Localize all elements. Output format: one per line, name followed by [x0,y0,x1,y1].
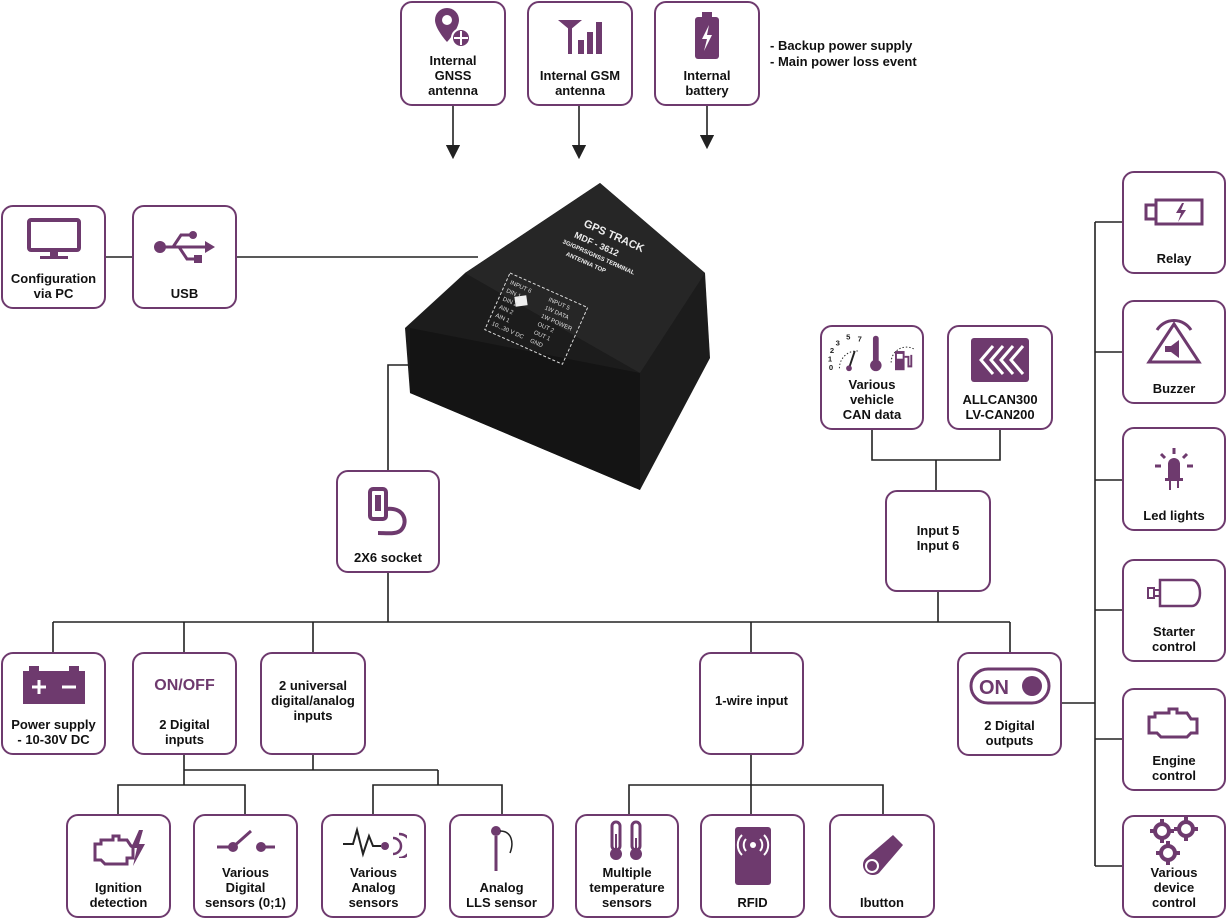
one-wire-label: 1-wire input [715,693,788,708]
pc-label: Configuration via PC [10,271,97,301]
ibutton-label: Ibutton [859,895,905,910]
gnss-antenna-box: Internal GNSS antenna [400,1,506,106]
switch-icon [216,829,275,852]
gauge-tick-1: 1 [828,355,833,364]
rfid-box: RFID [700,814,805,918]
usb-box: USB [132,205,237,309]
socket-box: 2X6 socket [336,470,440,573]
temperature-sensors-box: Multiple temperature sensors [575,814,679,918]
pin-left-3: DIN 2 [501,297,518,309]
allcan-label: ALLCAN300 LV-CAN200 [962,392,1038,422]
digital-inputs-label: 2 Digital inputs [159,717,210,747]
input5-6-label: Input 5 Input 6 [916,523,960,553]
gears-icon [1150,817,1198,865]
ignition-label: Ignition detection [89,880,148,910]
socket-label: 2X6 socket [354,550,422,565]
on-off-text: ON/OFF [154,676,215,694]
battery-notes: - Backup power supply - Main power loss … [770,38,917,70]
power-supply-box: Power supply - 10-30V DC [1,652,106,755]
gauge-tick-7: 7 [858,334,862,343]
digital-outputs-box: ON 2 Digital outputs [957,652,1062,756]
digital-sensors-label: Various Digital sensors (0;1) [205,865,286,910]
battery-bolt-icon [695,11,719,59]
buzzer-label: Buzzer [1152,381,1196,396]
thermometers-icon [610,820,642,860]
starter-control-box: Starter control [1122,559,1226,662]
battery-label: Internal battery [683,68,731,98]
engine-bolt-icon [93,830,145,866]
allcan-chevrons-icon [971,337,1029,382]
relay-box: Relay [1122,171,1226,274]
relay-icon [1144,198,1204,226]
lls-sensor-label: Analog LLS sensor [466,880,537,910]
vehicle-can-label: Various vehicle CAN data [842,377,902,422]
monitor-icon [26,218,81,259]
gauges-icon: 0 1 2 3 5 7 [828,333,915,372]
digital-sensors-box: Various Digital sensors (0;1) [193,814,298,918]
one-wire-box: 1-wire input [699,652,804,755]
power-supply-label: Power supply - 10-30V DC [11,717,96,747]
gauge-tick-5: 5 [846,333,851,342]
digital-outputs-label: 2 Digital outputs [984,718,1035,748]
input5-6-box: Input 5 Input 6 [885,490,991,592]
tracker-device: INPUT 6 DIN 1 DIN 2 AIN 2 AIN 1 10...30 … [405,183,710,490]
pin-right-6: GND [529,338,544,349]
ibutton-box: Ibutton [829,814,935,918]
configuration-pc-box: Configuration via PC [1,205,106,309]
device-control-box: Various device control [1122,815,1226,918]
battery-note-1: - Backup power supply [770,38,913,53]
engine-control-box: Engine control [1122,688,1226,791]
gsm-antenna-box: Internal GSM antenna [527,1,633,106]
pin-left-2: DIN 1 [505,288,522,300]
lls-sensor-box: Analog LLS sensor [449,814,554,918]
device-control-label: Various device control [1150,865,1198,910]
pin-left-4: AIN 2 [498,305,515,317]
usb-icon [153,230,215,263]
universal-inputs-box: 2 universal digital/analog inputs [260,652,366,755]
engine-control-label: Engine control [1151,753,1197,783]
gauge-tick-3: 3 [836,338,840,347]
rfid-label: RFID [737,895,768,910]
gauge-tick-2: 2 [830,346,834,355]
led-lights-label: Led lights [1143,508,1205,523]
probe-icon [490,826,513,871]
gauge-tick-0: 0 [829,363,833,372]
relay-label: Relay [1156,251,1192,266]
gnss-label: Internal GNSS antenna [428,53,478,98]
gsm-label: Internal GSM antenna [539,68,621,98]
on-toggle-icon: ON [969,667,1050,705]
led-icon [1155,447,1193,490]
signal-bars-icon [558,19,602,54]
starter-control-label: Starter control [1151,624,1197,654]
on-toggle-text: ON [979,677,1009,699]
engine-icon [1147,707,1199,738]
battery-note-2: - Main power loss event [770,54,917,69]
usb-label: USB [170,286,199,301]
vehicle-can-box: 0 1 2 3 5 7 Various vehicle CAN data [820,325,924,430]
universal-inputs-label: 2 universal digital/analog inputs [271,678,355,723]
buzzer-box: Buzzer [1122,300,1226,404]
socket-connector-icon [368,487,407,536]
ignition-box: Ignition detection [66,814,171,918]
led-lights-box: Led lights [1122,427,1226,531]
starter-icon [1147,578,1202,607]
buzzer-icon [1146,318,1202,363]
rfid-card-icon [734,826,771,885]
analog-sensors-label: Various Analog sensors [348,865,399,910]
car-battery-icon [22,665,85,704]
gnss-pin-icon [435,8,471,48]
digital-inputs-box: ON/OFF 2 Digital inputs [132,652,237,755]
ibutton-key-icon [863,834,903,875]
battery-box: Internal battery [654,1,760,106]
pin-left-5: AIN 1 [494,313,511,325]
temperature-sensors-label: Multiple temperature sensors [589,865,665,910]
allcan-box: ALLCAN300 LV-CAN200 [947,325,1053,430]
analog-signal-icon [342,825,407,858]
analog-sensors-box: Various Analog sensors [321,814,426,918]
